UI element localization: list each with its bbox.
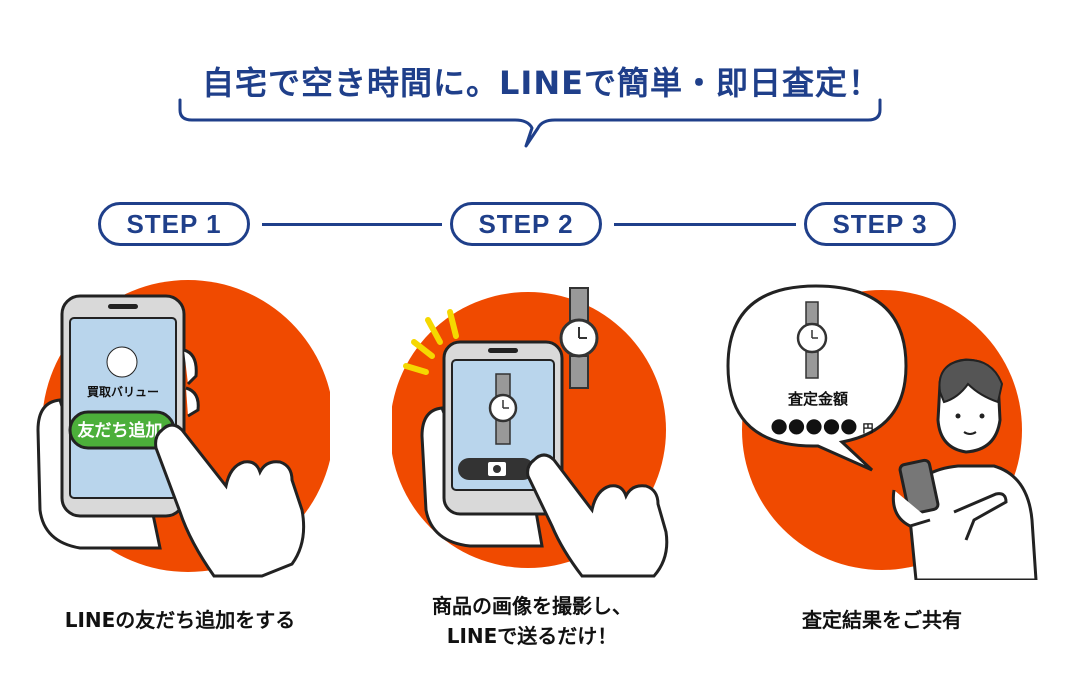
headline: 自宅で空き時間に。LINEで簡単・即日査定！ xyxy=(202,64,881,102)
watch-icon xyxy=(488,373,518,445)
step-3-caption: 査定結果をご共有 xyxy=(802,608,962,632)
step-3-illustration: 査定金額 ●●●●● 円 xyxy=(726,284,1038,580)
assessment-title: 査定金額 xyxy=(788,390,848,408)
assessment-price: ●●●●● xyxy=(770,413,857,437)
add-friend-button-label: 友だち追加 xyxy=(78,420,163,441)
avatar xyxy=(106,346,138,378)
flash-icon xyxy=(403,309,459,375)
step-2-pill: STEP 2 xyxy=(450,202,602,246)
speech-brace-icon xyxy=(178,98,882,148)
step-2-caption-line-2: LINEで送るだけ！ xyxy=(446,624,618,648)
person-icon xyxy=(891,358,1038,580)
connector-1-2 xyxy=(262,223,442,226)
step-2-illustration xyxy=(392,287,669,578)
phone-icon xyxy=(898,458,940,516)
step-1-illustration: 買取バリュー 友だち追加 xyxy=(36,280,330,578)
assessment-unit: 円 xyxy=(863,422,874,435)
step-3-pill: STEP 3 xyxy=(804,202,956,246)
step-1-pill: STEP 1 xyxy=(98,202,250,246)
pointing-hand-icon xyxy=(953,492,1008,541)
phone-screen xyxy=(69,317,177,499)
pointing-hand-icon xyxy=(526,453,669,578)
floating-watch-icon xyxy=(559,287,599,389)
step-1-caption: LINEの友だち追加をする xyxy=(64,608,296,632)
screen-account-name: 買取バリュー xyxy=(87,385,159,399)
watch-icon xyxy=(796,301,828,379)
connector-2-3 xyxy=(614,223,796,226)
step-2-caption-line-1: 商品の画像を撮影し、 xyxy=(432,594,632,618)
pointing-hand-icon xyxy=(154,423,306,578)
camera-icon xyxy=(488,462,506,476)
